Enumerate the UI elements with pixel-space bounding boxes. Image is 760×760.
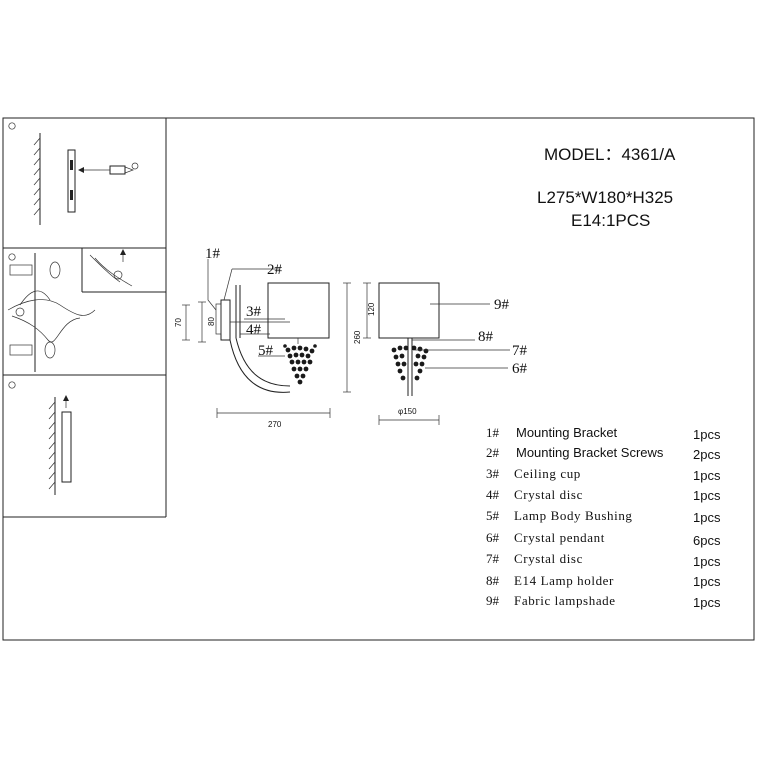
svg-text:Crystal disc: Crystal disc — [514, 551, 583, 566]
callout-5: 5# — [258, 343, 274, 359]
part-row: 6# Crystal pendant 6pcs — [486, 530, 721, 548]
part-row: 1# Mounting Bracket 1pcs — [486, 425, 721, 442]
parts-list: 1# Mounting Bracket 1pcs 2# Mounting Bra… — [486, 425, 721, 610]
svg-text:2#: 2# — [486, 445, 500, 460]
svg-text:1pcs: 1pcs — [693, 468, 721, 483]
part-row: 4# Crystal disc 1pcs — [486, 487, 721, 503]
svg-text:1pcs: 1pcs — [693, 427, 721, 442]
svg-text:Mounting Bracket: Mounting Bracket — [516, 425, 618, 440]
front-view-drawing — [363, 282, 510, 425]
part-row: 7# Crystal disc 1pcs — [486, 551, 721, 569]
svg-text:1pcs: 1pcs — [693, 554, 721, 569]
step1-illustration — [33, 133, 139, 225]
svg-text:Mounting Bracket Screws: Mounting Bracket Screws — [516, 445, 664, 460]
svg-text:3#: 3# — [486, 466, 500, 481]
callout-3: 3# — [246, 304, 262, 320]
callout-1: 1# — [205, 246, 221, 262]
side-view-drawing — [182, 259, 351, 418]
step2-illustration — [7, 248, 166, 372]
svg-text:E14 Lamp holder: E14 Lamp holder — [514, 573, 614, 588]
svg-text:1pcs: 1pcs — [693, 595, 721, 610]
svg-text:Fabric lampshade: Fabric lampshade — [514, 593, 616, 608]
dim-70: 70 — [174, 318, 183, 327]
dimensions-label: L275*W180*H325 — [537, 188, 673, 207]
callout-9: 9# — [494, 297, 510, 313]
svg-text:5#: 5# — [486, 508, 500, 523]
svg-text:7#: 7# — [486, 551, 500, 566]
circle-step-icon — [8, 122, 16, 130]
callout-8: 8# — [478, 329, 494, 345]
svg-text:1pcs: 1pcs — [693, 574, 721, 589]
svg-text:8#: 8# — [486, 573, 500, 588]
sheet-frame — [2, 117, 755, 641]
svg-text:4#: 4# — [486, 487, 500, 502]
svg-text:6pcs: 6pcs — [693, 533, 721, 548]
part-row: 5# Lamp Body Bushing 1pcs — [486, 508, 721, 525]
crystal-cluster-side — [283, 344, 317, 385]
bulb-spec: E14:1PCS — [571, 211, 650, 230]
svg-text:Ceiling cup: Ceiling cup — [514, 466, 581, 481]
svg-text:6#: 6# — [486, 530, 500, 545]
svg-text:1pcs: 1pcs — [693, 510, 721, 525]
callout-7: 7# — [512, 343, 528, 359]
callout-4: 4# — [246, 322, 262, 338]
dim-150: φ150 — [398, 407, 417, 416]
callout-2: 2# — [267, 262, 283, 278]
svg-text:2pcs: 2pcs — [693, 447, 721, 462]
dim-260: 260 — [353, 330, 362, 344]
svg-text:Lamp Body Bushing: Lamp Body Bushing — [514, 508, 633, 523]
install-steps-column — [3, 122, 166, 518]
part-row: 9# Fabric lampshade 1pcs — [486, 593, 721, 610]
part-row: 8# E14 Lamp holder 1pcs — [486, 573, 721, 589]
svg-text:Crystal disc: Crystal disc — [514, 487, 583, 502]
callout-6: 6# — [512, 361, 528, 377]
circle-step-icon — [8, 253, 16, 261]
svg-text:1pcs: 1pcs — [693, 488, 721, 503]
step3-illustration — [48, 395, 72, 495]
svg-text:9#: 9# — [486, 593, 500, 608]
dim-270: 270 — [268, 420, 282, 429]
dim-120: 120 — [367, 302, 376, 316]
model-label: MODEL：4361/A — [544, 145, 676, 164]
svg-text:Crystal pendant: Crystal pendant — [514, 530, 605, 545]
crystal-cluster-front — [391, 345, 429, 381]
part-row: 3# Ceiling cup 1pcs — [486, 466, 721, 483]
dim-80: 80 — [207, 317, 216, 326]
circle-step-icon — [8, 381, 16, 389]
part-row: 2# Mounting Bracket Screws 2pcs — [486, 445, 721, 462]
svg-text:1#: 1# — [486, 425, 500, 440]
